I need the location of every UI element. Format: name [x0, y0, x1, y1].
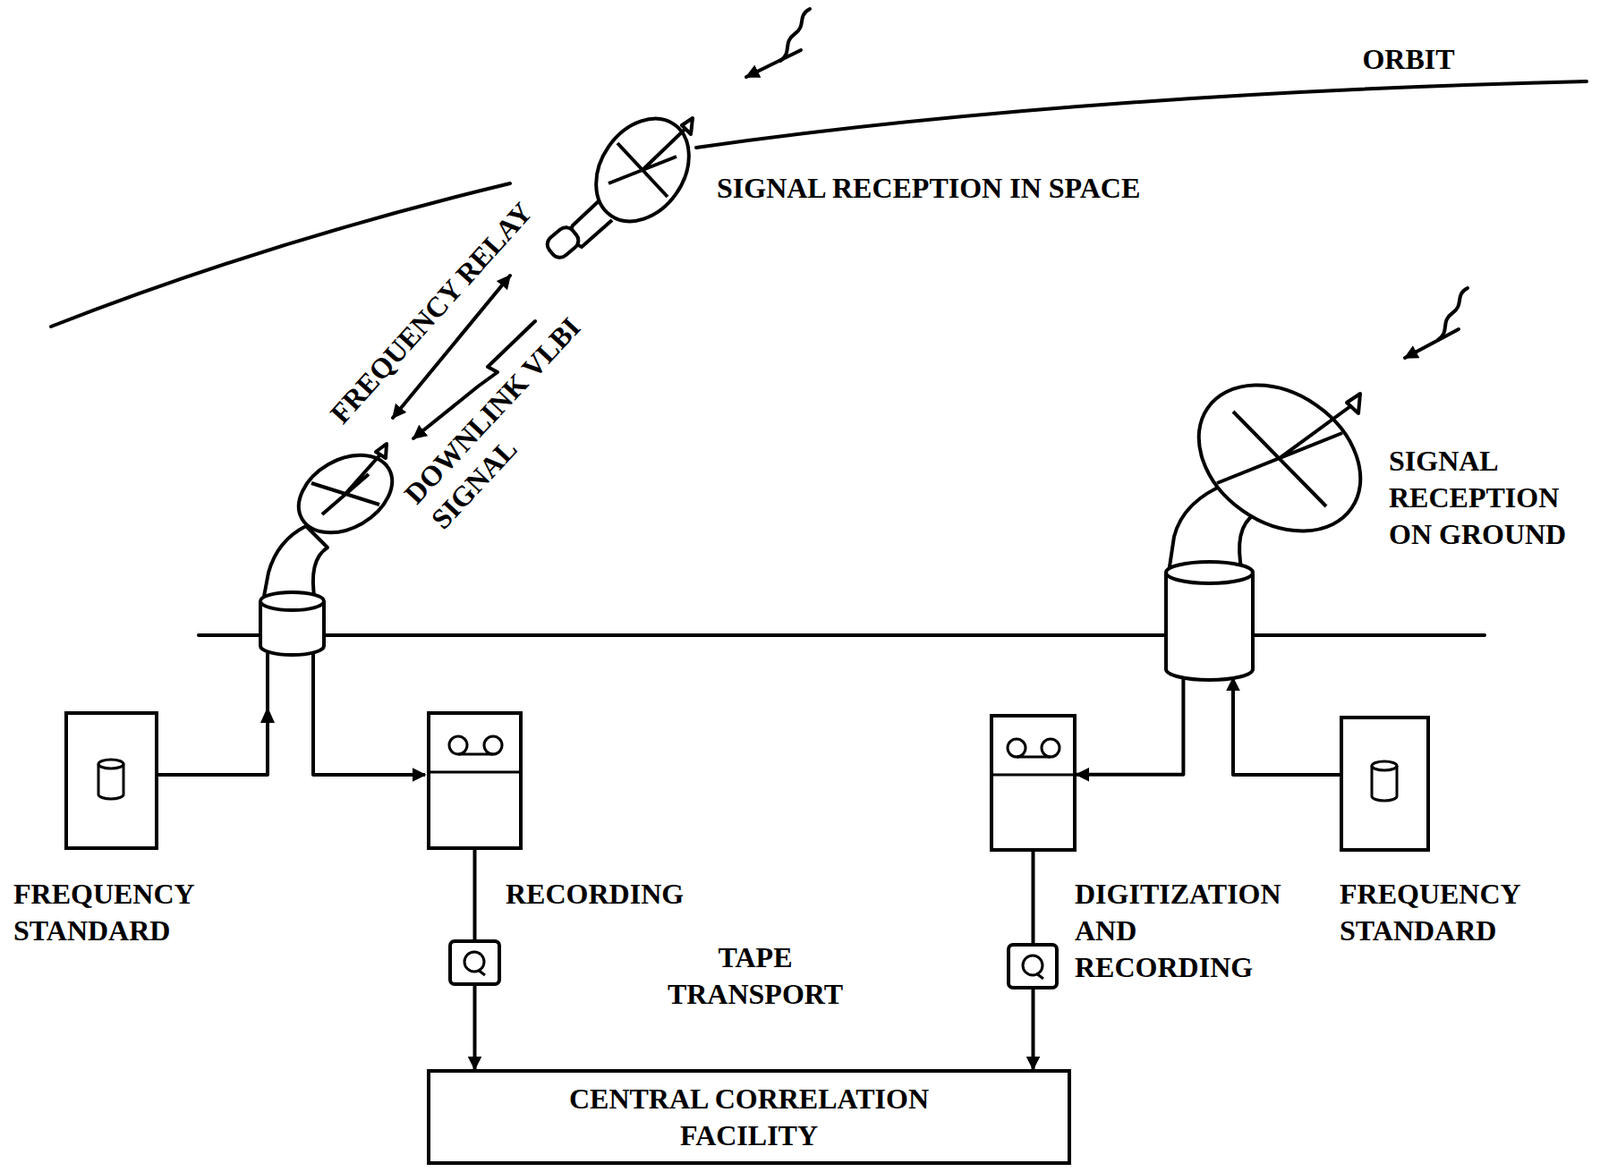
orbit-line: [696, 81, 1587, 148]
recorder: RECORDING: [426, 711, 523, 851]
frequency-standard: FREQUENCY STANDARD: [1339, 715, 1430, 852]
node-label: FREQUENCY STANDARD: [1339, 876, 1564, 950]
wavy-arrow: [1404, 329, 1459, 358]
node-label: CENTRAL CORRELATION FACILITY: [538, 1080, 960, 1155]
clock-icon: [98, 759, 1397, 801]
node-label: SIGNAL RECEPTION IN SPACE: [716, 170, 1141, 207]
ground-antenna: SIGNAL RECEPTION ON GROUND: [1165, 554, 1253, 679]
node-label: DIGITIZATION AND RECORDING: [1074, 876, 1310, 987]
node-label: FREQUENCY STANDARD: [13, 876, 238, 950]
node-label: SIGNAL RECEPTION ON GROUND: [1388, 442, 1592, 554]
space-antenna: [544, 101, 709, 262]
correlator-box: CENTRAL CORRELATION FACILITY: [426, 1069, 1072, 1166]
space-antenna: SIGNAL RECEPTION IN SPACE: [581, 111, 698, 256]
ground-line: [198, 633, 1485, 638]
signal-wire: [158, 653, 426, 775]
diagram-label: TAPE TRANSPORT: [663, 939, 848, 1013]
recorder: DIGITIZATION AND RECORDING: [989, 714, 1077, 852]
wavy-arrow: [746, 50, 801, 77]
signal-connector: [1233, 678, 1340, 775]
signal-connector: [1076, 678, 1183, 775]
diagram-label: ORBIT: [1361, 41, 1455, 78]
recorder-reels: [428, 736, 1075, 775]
ground-antenna: [260, 439, 406, 656]
wire-arrowhead: [260, 706, 275, 724]
node-label: RECORDING: [505, 876, 739, 913]
ground-antenna: [1165, 355, 1389, 681]
frequency-standard: FREQUENCY STANDARD: [64, 711, 159, 851]
